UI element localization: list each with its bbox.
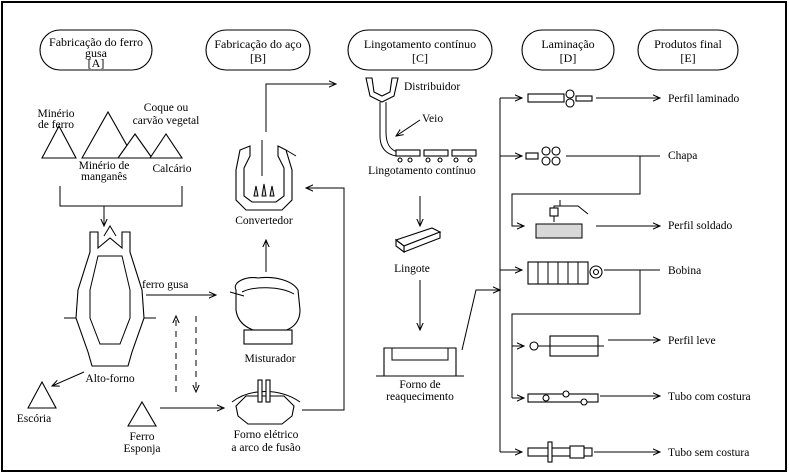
label-misturador: Misturador	[244, 353, 295, 365]
arrow-chapa-to-perfil-soldado	[511, 156, 641, 226]
escoria-pile	[27, 380, 57, 409]
tubo-sem-costura-mill-icon	[527, 441, 593, 463]
label-calcario: Calcário	[153, 163, 192, 175]
label-veio: Veio	[422, 113, 443, 125]
arrow-reaquecimento-to-laminacao	[461, 290, 500, 351]
header-lingotamento-continuo: Lingotamento contínuo [C]	[347, 29, 493, 71]
perfil-soldado-welder-icon	[535, 200, 589, 239]
arrow-convertedor-to-lingotamento	[265, 84, 336, 132]
header-laminacao: Laminação [D]	[521, 29, 615, 71]
label-minerio-ferro-2: de ferro	[38, 119, 74, 131]
bobina-mill-icon	[527, 261, 603, 285]
forno-reaquecimento-shape	[376, 347, 464, 377]
label-manganes-2: manganês	[81, 171, 128, 183]
alto-forno-shape	[64, 225, 156, 367]
header-line1: Laminação	[541, 37, 594, 51]
header-produtos-final: Produtos final [E]	[637, 29, 739, 71]
product-perfil-laminado: Perfil laminado	[668, 93, 739, 105]
label-alto-forno: Alto-forno	[85, 373, 134, 385]
label-ferro-gusa: ferro gusa	[142, 279, 188, 291]
forno-eletrico-shape	[231, 379, 301, 425]
arrow-forno-eletrico-to-convertedor	[302, 188, 345, 411]
header-fabricacao-aco: Fabricação do aço [B]	[205, 29, 311, 71]
minerio-ferro-pile	[41, 124, 77, 159]
header-code: [A]	[88, 56, 105, 70]
label-minerio-ferro-1: Minério	[37, 108, 74, 120]
header-line1: Produtos final	[654, 37, 722, 51]
header-line2: gusa	[85, 46, 108, 60]
raw-material-piles	[41, 110, 184, 159]
product-perfil-leve: Perfil leve	[668, 335, 716, 347]
calcario-pile	[148, 133, 184, 159]
arrow-to-escoria	[52, 371, 85, 386]
label-coque-1: Coque ou	[144, 102, 189, 114]
label-lingote: Lingote	[394, 263, 430, 275]
distribuidor-shape	[365, 77, 399, 157]
misturador-shape	[229, 276, 301, 345]
label-forno-eletrico-1: Forno elétrico	[234, 429, 299, 441]
header-line1: Fabricação do ferro	[49, 35, 143, 49]
product-bobina: Bobina	[668, 265, 701, 277]
label-forno-eletrico-2: a arco de fusão	[231, 442, 301, 454]
header-code: [D]	[560, 51, 577, 65]
label-forno-reaquecimento-2: reaquecimento	[386, 391, 454, 403]
manganes-pile	[116, 133, 154, 159]
product-chapa: Chapa	[668, 150, 697, 162]
label-lingotamento: Lingotamento contínuo	[368, 165, 476, 177]
ferro-esponja-pile	[127, 400, 157, 427]
label-coque-2: carvão vegetal	[133, 115, 200, 127]
product-perfil-soldado: Perfil soldado	[668, 220, 732, 232]
chapa-mill-icon	[525, 146, 561, 166]
header-code: [E]	[680, 51, 695, 65]
label-escoria: Escória	[17, 413, 51, 425]
arrow-veio	[396, 119, 421, 136]
label-distribuidor: Distribuidor	[404, 81, 460, 93]
label-ferro-esponja-1: Ferro	[130, 431, 155, 443]
label-convertedor: Convertedor	[235, 215, 293, 227]
header-fabricacao-ferro-gusa: Fabricação do ferro gusa [A]	[39, 29, 153, 71]
tubo-com-costura-mill-icon	[527, 390, 599, 406]
bobina-sub-bus	[511, 270, 641, 398]
perfil-leve-mill-icon	[529, 335, 604, 357]
label-ferro-esponja-2: Esponja	[123, 443, 160, 455]
lingote-shape	[394, 227, 442, 254]
coque-pile	[81, 110, 135, 159]
continuous-cast-rollers	[395, 149, 477, 163]
collector-line	[59, 186, 183, 207]
header-line1: Fabricação do aço	[214, 37, 301, 51]
header-code: [C]	[412, 51, 428, 65]
header-line1: Lingotamento contínuo	[364, 37, 476, 51]
header-code: [B]	[250, 51, 266, 65]
label-manganes-1: Minério de	[79, 160, 130, 172]
product-tubo-sem-costura: Tubo sem costura	[668, 447, 749, 459]
convertedor-shape	[235, 140, 297, 211]
product-tubo-com-costura: Tubo com costura	[668, 391, 751, 403]
perfil-laminado-mill-icon	[527, 89, 593, 108]
label-forno-reaquecimento-1: Forno de	[399, 379, 440, 391]
